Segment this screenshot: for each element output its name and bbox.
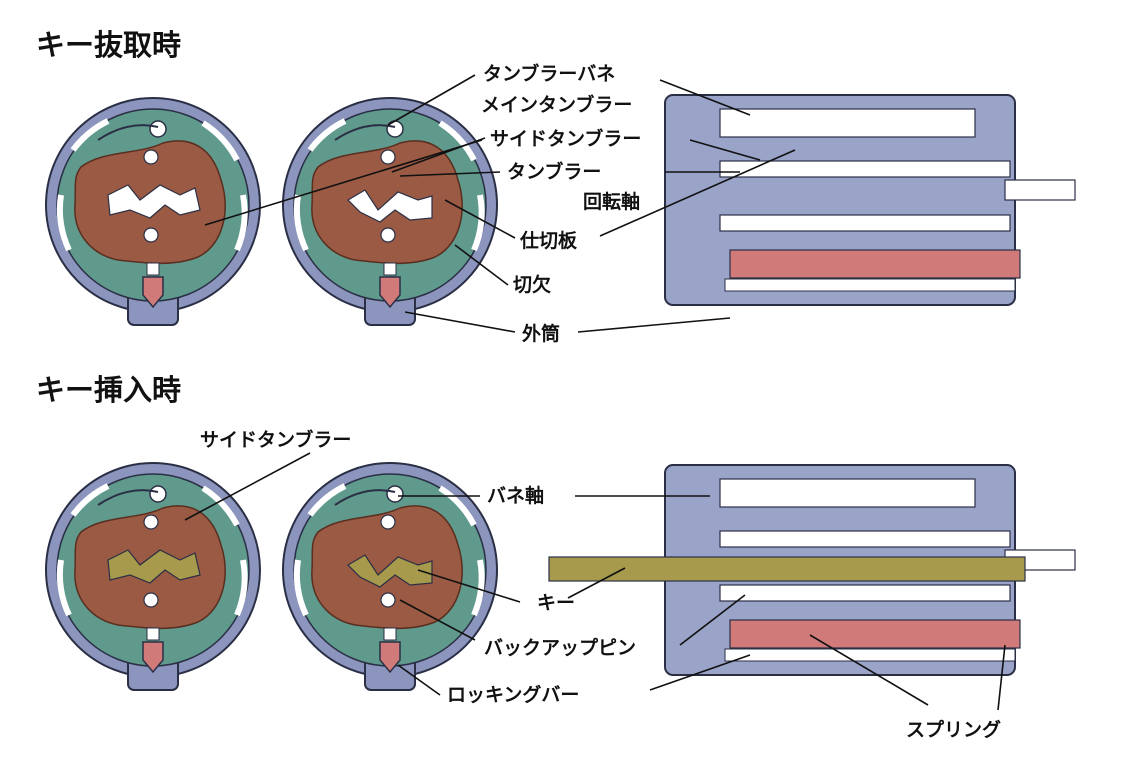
label-backup-pin: バックアップピン <box>484 636 636 659</box>
label-locking-bar: ロッキングバー <box>447 683 579 706</box>
label-partition-plate: 仕切板 <box>519 229 578 252</box>
label-main-tumbler: メインタンブラー <box>481 93 632 116</box>
title-key-removed: キー抜取時 <box>36 28 181 62</box>
label-spring: スプリング <box>906 718 1001 741</box>
key-cross-section-right <box>347 554 433 588</box>
label-rotation-shaft: 回転軸 <box>583 190 640 213</box>
keyway-right-removed <box>347 189 433 223</box>
leader-lines-removed <box>204 74 796 333</box>
label-side-tumbler: サイドタンブラー <box>490 127 641 150</box>
leader-lines-inserted <box>184 452 1006 711</box>
keyway-left-removed <box>107 184 201 219</box>
label-notch: 切欠 <box>513 273 551 296</box>
label-tumbler: タンブラー <box>507 160 601 183</box>
title-key-inserted: キー挿入時 <box>36 373 181 407</box>
key-blade <box>548 556 1026 582</box>
label-spring-shaft: バネ軸 <box>487 484 544 507</box>
label-outer-cylinder: 外筒 <box>522 322 560 345</box>
label-side-tumbler-2: サイドタンブラー <box>200 428 351 451</box>
label-key: キー <box>537 592 575 614</box>
key-cross-section-left <box>107 549 201 584</box>
label-tumbler-spring: タンブラーバネ <box>483 62 615 85</box>
side-view-removed <box>664 94 1076 306</box>
